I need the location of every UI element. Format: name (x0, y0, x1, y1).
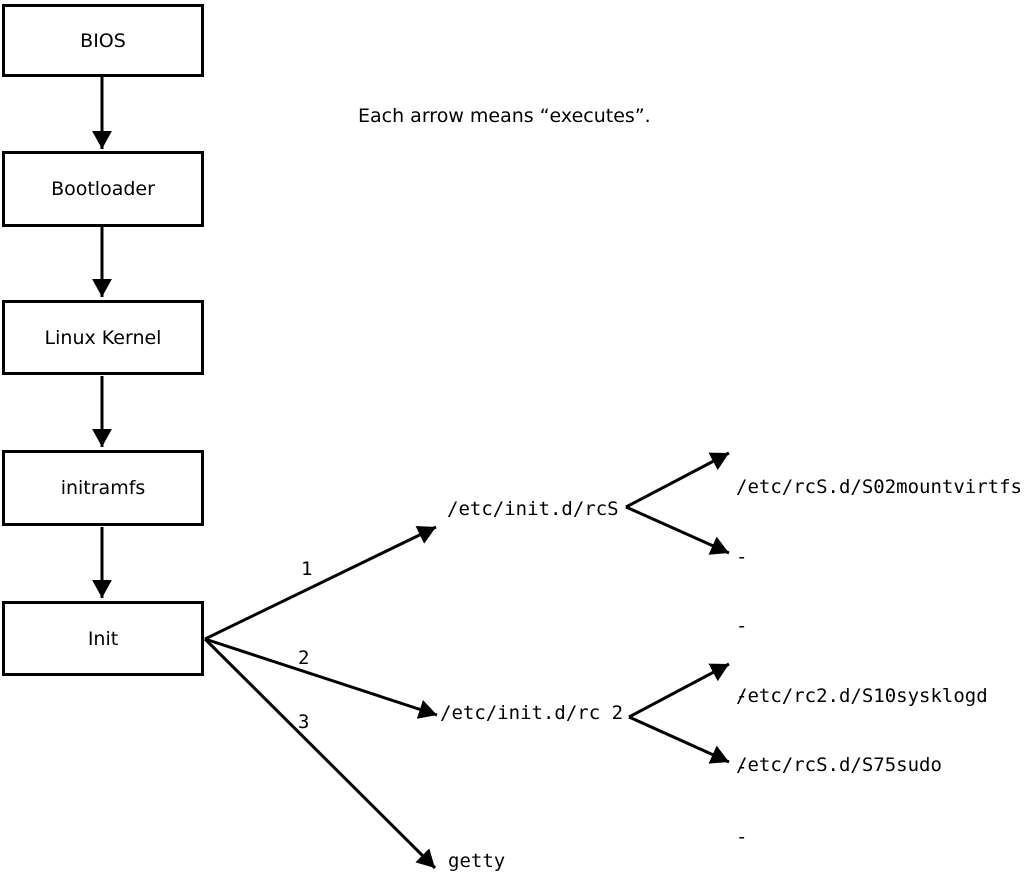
legend-note: Each arrow means “executes”. (358, 105, 651, 127)
list-item-dash: - (736, 684, 748, 707)
script-getty: getty (448, 850, 506, 872)
box-bios: BIOS (2, 4, 204, 77)
box-linux-kernel: Linux Kernel (2, 300, 204, 375)
list-item-s75sudo: /etc/rcS.d/S75sudo (736, 754, 942, 776)
script-rcs: /etc/init.d/rcS (447, 498, 619, 520)
branch-2-number: 2 (298, 647, 310, 669)
list-item-dash: - (736, 615, 748, 637)
branch-1-number: 1 (301, 558, 313, 580)
list-item-dash: - (736, 545, 748, 568)
branch-3-number: 3 (298, 711, 310, 733)
box-bootloader: Bootloader (2, 151, 204, 227)
arrow-init-to-rc2 (204, 637, 438, 719)
list-item-dash: - (736, 826, 748, 848)
arrow-init-to-getty (203, 637, 437, 870)
list-item-s02mountvirtfs: /etc/rcS.d/S02mountvirtfs (736, 476, 1022, 498)
arrow-rc2-to-s99gdm (628, 715, 730, 764)
script-rc2: /etc/init.d/rc 2 (440, 702, 624, 724)
rcs-script-list: /etc/rcS.d/S02mountvirtfs - - - /etc/rcS… (736, 431, 1022, 823)
rc2-script-list: /etc/rc2.d/S10sysklogd - - - /etc/rc2.d/… (736, 639, 988, 875)
list-item-s10sysklogd: /etc/rc2.d/S10sysklogd (736, 685, 988, 707)
arrow-rcs-to-s02mountvirtfs (625, 451, 730, 509)
arrow-rc2-to-s10sysklogd (628, 662, 730, 719)
box-initramfs: initramfs (2, 450, 204, 526)
arrow-rcs-to-s75sudo (625, 505, 730, 555)
box-init: Init (2, 601, 204, 676)
arrow-init-to-rcs (204, 525, 437, 641)
list-item-dash: - (736, 755, 748, 778)
